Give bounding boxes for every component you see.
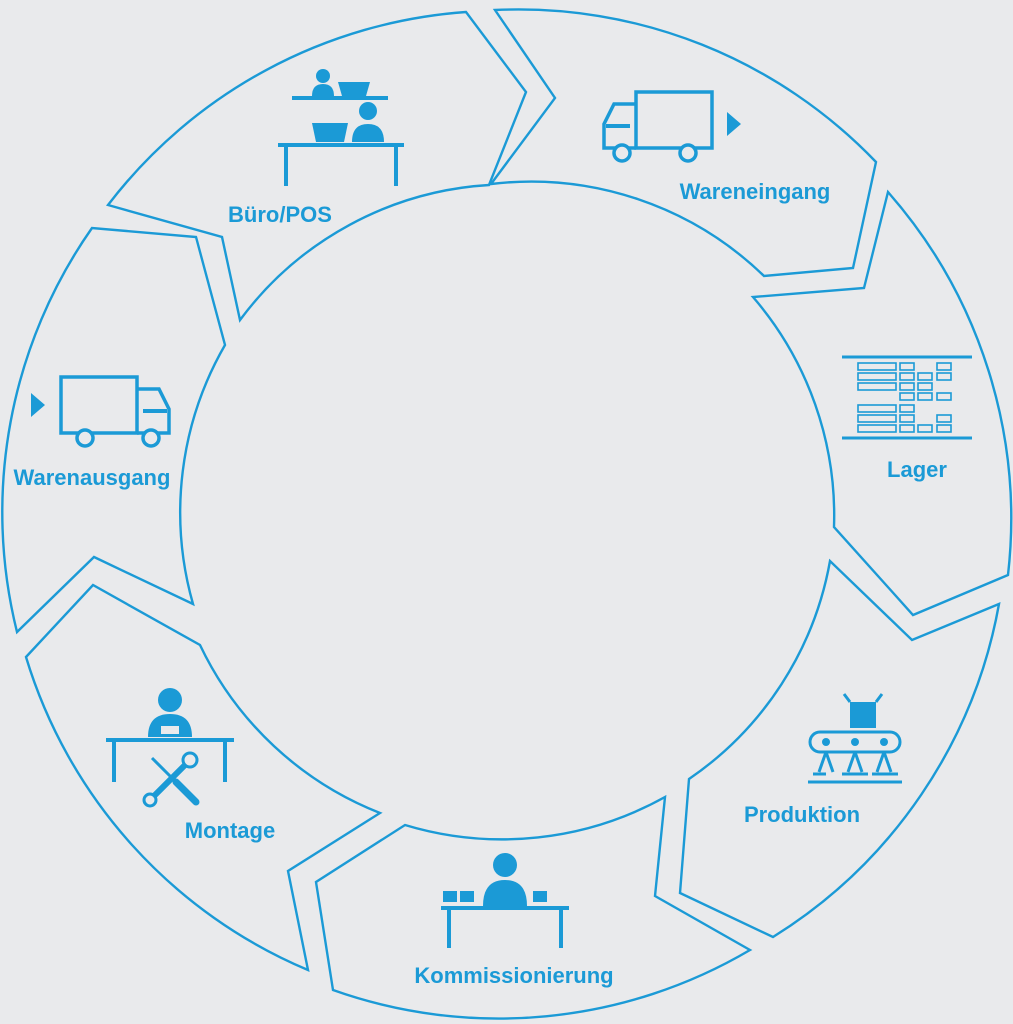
segment-outline-warenausgang [1,226,227,635]
segment-montage[interactable]: Montage [24,583,383,972]
segment-outline-wareneingang [488,8,878,278]
warehouse-shelf-icon [842,355,972,440]
assembly-tools-icon [106,688,234,808]
segment-lager[interactable]: Lager [750,189,1013,617]
segment-outline-montage [24,583,383,972]
stage-label-montage: Montage [185,818,275,843]
stage-label-kommissionierung: Kommissionierung [414,963,613,988]
segment-buero-pos[interactable]: Büro/POS [105,10,528,323]
truck-outgoing-icon [31,375,171,448]
stage-label-produktion: Produktion [744,802,860,827]
segment-wareneingang[interactable]: Wareneingang [488,8,878,278]
stage-label-buero-pos: Büro/POS [228,202,332,227]
segment-produktion[interactable]: Produktion [678,558,1001,939]
segment-outline-kommissionierung [314,794,753,1020]
segment-outline-produktion [678,558,1001,939]
segment-kommissionierung[interactable]: Kommissionierung [314,794,753,1020]
stage-label-lager: Lager [887,457,947,482]
truck-incoming-icon [602,90,741,163]
office-desk-icon [278,69,404,186]
segment-outline-lager [750,189,1013,617]
segment-outline-buero-pos [105,10,528,323]
stage-label-wareneingang: Wareneingang [680,179,831,204]
picking-desk-icon [441,853,569,948]
conveyor-belt-icon [808,693,902,784]
segment-warenausgang[interactable]: Warenausgang [1,226,227,635]
stage-label-warenausgang: Warenausgang [14,465,171,490]
